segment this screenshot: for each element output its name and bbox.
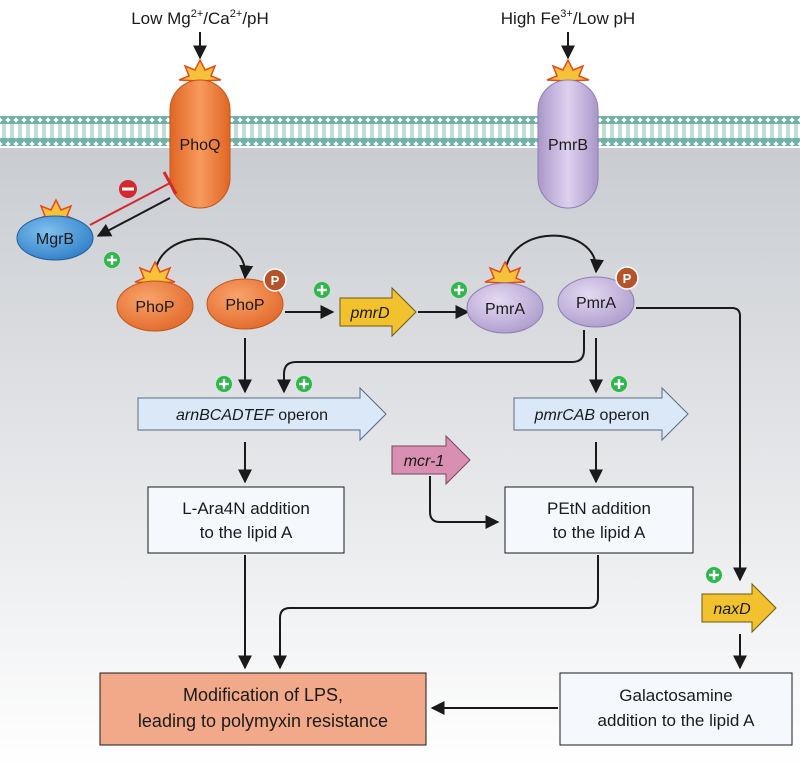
petn-to-final-arrow (273, 555, 599, 670)
pmrb-kinase (537, 79, 599, 209)
galactosamine-line2: addition to the lipid A (598, 711, 756, 730)
phop-phosphate-icon: P (263, 268, 287, 292)
pmrb-phosphotransfer-arc (503, 234, 604, 283)
galactosamine-box (559, 672, 793, 746)
pmra-to-arn-arrow (277, 330, 585, 394)
mcr1-label: mcr-1 (404, 453, 445, 470)
pmrb-signal-label: High Fe3+/Low pH (501, 8, 635, 28)
phoq-label: PhoQ (180, 137, 221, 154)
svg-text:P: P (271, 273, 280, 288)
pmra-label: PmrA (485, 301, 525, 318)
pmrd-plus-icon (314, 282, 330, 298)
phoq-kinase (169, 79, 231, 209)
arn-plus-right-icon (296, 376, 312, 392)
naxd-gene (701, 582, 777, 634)
galactosamine-line1: Galactosamine (619, 686, 732, 705)
pmra-protein (466, 282, 544, 334)
arn-plus-left-icon (216, 376, 232, 392)
final-line2: leading to polymyxin resistance (138, 711, 388, 731)
pmra-to-naxd-arrow (636, 307, 747, 582)
pmrb-label: PmrB (548, 137, 588, 154)
final-line1: Modification of LPS, (183, 685, 343, 705)
ara4n-line2: to the lipid A (200, 523, 293, 542)
mgrb-label: MgrB (36, 231, 74, 248)
arn-operon-gene (137, 386, 387, 442)
naxd-label: naxD (713, 601, 751, 618)
cell-membrane (0, 116, 800, 146)
mcr1-to-petn-arrow (429, 476, 500, 529)
phop-p-protein (206, 278, 284, 330)
phoq-phosphotransfer-arc (153, 237, 254, 283)
mcr1-gene (391, 434, 471, 486)
mgrb-inhibits-phoq (89, 171, 178, 226)
mgrb-protein (16, 215, 94, 261)
pmra-p-label: PmrA (576, 295, 616, 312)
ara4n-box (147, 486, 345, 554)
pmra-p-protein (557, 276, 635, 328)
naxd-plus-icon (706, 567, 722, 583)
pmrd-gene (339, 286, 417, 338)
petn-box (504, 486, 694, 554)
svg-text:P: P (623, 271, 632, 286)
phoq-to-mgrb-arrow (96, 197, 171, 237)
final-outcome-box (99, 672, 427, 746)
pmrb-starburst-icon (546, 58, 590, 82)
pmra-phosphate-icon: P (615, 266, 639, 290)
petn-line2: to the lipid A (553, 523, 646, 542)
petn-line1: PEtN addition (547, 499, 651, 518)
inhibition-minus-icon (119, 180, 137, 198)
pmrcab-operon-label: pmrCAB operon (534, 407, 650, 424)
phoq-signal-label: Low Mg2+/Ca2+/pH (131, 8, 269, 28)
pmra-plus-icon (451, 282, 467, 298)
pmrd-label: pmrD (349, 305, 390, 322)
phoq-starburst-icon (178, 58, 222, 82)
pmrcab-operon-gene (513, 386, 689, 442)
ara4n-line1: L-Ara4N addition (182, 499, 310, 518)
phop-label: PhoP (135, 299, 174, 316)
arn-operon-label: arnBCADTEF operon (176, 407, 328, 424)
phop-protein (116, 280, 194, 332)
pmrcab-plus-icon (611, 376, 627, 392)
phop-p-label: PhoP (225, 297, 264, 314)
mgrb-plus-icon (104, 252, 120, 268)
